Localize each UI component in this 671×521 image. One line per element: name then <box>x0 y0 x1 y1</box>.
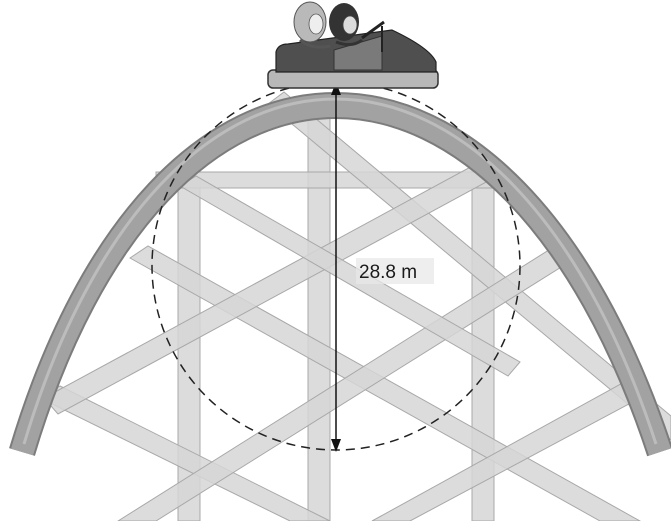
coaster-car <box>267 1 439 89</box>
diagonal-brace-4 <box>43 163 491 415</box>
diagonal-brace-7 <box>179 175 521 377</box>
rider-right-arm <box>335 38 363 47</box>
support-structure <box>38 91 671 521</box>
vertical-post-center <box>307 99 331 521</box>
dimension-arrow-bottom <box>331 439 341 452</box>
rider-left-face <box>308 13 324 35</box>
rider-left <box>293 1 331 49</box>
car-base <box>267 69 439 89</box>
rider-right <box>329 3 363 47</box>
rider-right-face <box>342 15 358 35</box>
diagonal-brace-1 <box>267 91 671 441</box>
dimension-label: 28.8 m <box>359 262 417 283</box>
car-interior-panel <box>333 35 383 71</box>
dimension-label-backdrop <box>356 258 434 284</box>
rider-left-arm <box>299 38 331 49</box>
safety-bar <box>361 20 385 40</box>
